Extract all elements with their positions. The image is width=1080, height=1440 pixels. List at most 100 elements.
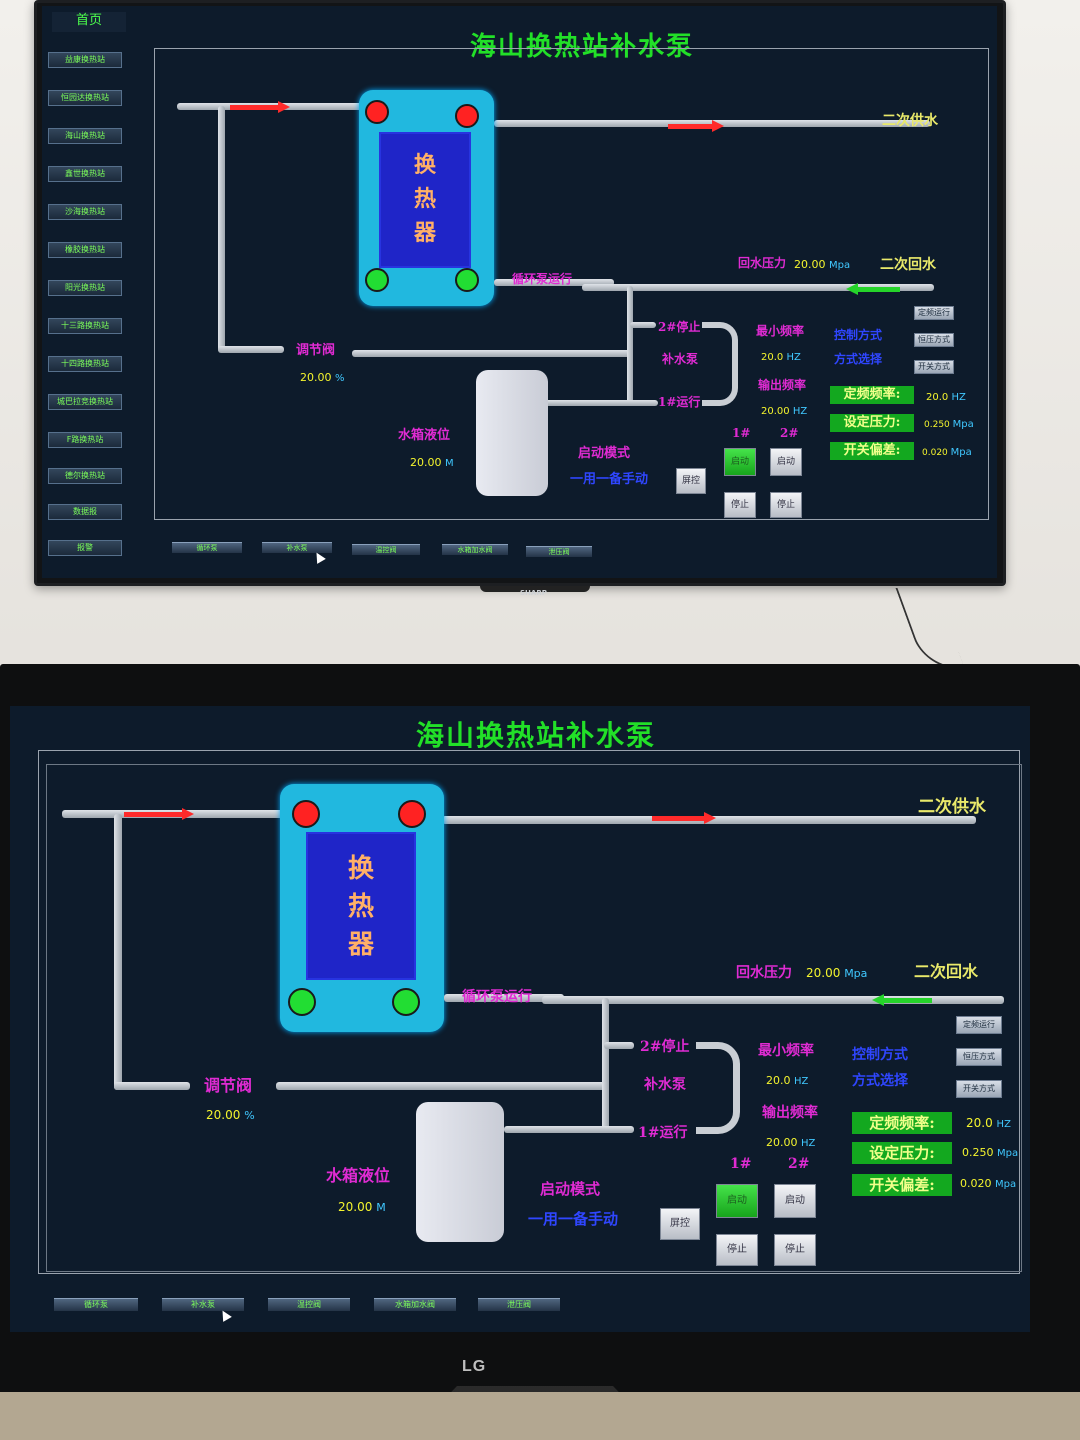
- nav-item-f-road[interactable]: F路换热站: [48, 432, 122, 448]
- nav-item-hengyuanda[interactable]: 恒园达换热站: [48, 90, 122, 106]
- regulating-valve-unit: %: [335, 373, 345, 384]
- set-pressure-value-group: 0.250 Mpa: [924, 419, 974, 430]
- pump1-start-button[interactable]: 启动: [724, 448, 756, 476]
- nav-item-haishan[interactable]: 海山换热站: [48, 128, 122, 144]
- pump1-header: 1#: [732, 426, 751, 440]
- hx-label-2: 换热器: [306, 832, 416, 980]
- page-title-2: 海山换热站补水泵: [416, 719, 657, 752]
- return-pressure-value-2: 20.00: [806, 966, 841, 980]
- nav-item-yikang[interactable]: 益康换热站: [48, 52, 122, 68]
- page-title: 海山换热站补水泵: [470, 32, 695, 62]
- nav-item-xinshi[interactable]: 鑫世换热站: [48, 166, 122, 182]
- hx-return-in-indicator: [365, 268, 389, 292]
- min-freq-unit: HZ: [786, 352, 801, 363]
- pump1-status-2: 1#运行: [638, 1125, 688, 1141]
- tab-circulation-pump-2[interactable]: 循环泵: [54, 1298, 138, 1311]
- bypass-lower-pipe: [218, 346, 284, 353]
- pump-manifold-pipe-2: [602, 998, 609, 1130]
- mode-fixed-button[interactable]: 定频运行: [914, 306, 954, 320]
- fixed-freq-unit-2: HZ: [996, 1119, 1011, 1130]
- water-tank: [476, 370, 548, 496]
- pump2-start-button-2[interactable]: 启动: [774, 1184, 816, 1218]
- fixed-freq-value-2: 20.0: [966, 1116, 993, 1130]
- tank-level-value-2: 20.00: [338, 1200, 373, 1214]
- nav-item-deer[interactable]: 德尔换热站: [48, 468, 122, 484]
- min-freq-label-2: 最小频率: [758, 1043, 814, 1059]
- tab-makeup-pump-2[interactable]: 补水泵: [162, 1298, 244, 1311]
- tab-circulation-pump[interactable]: 循环泵: [172, 542, 242, 553]
- shield-control-button-2[interactable]: 屏控: [660, 1208, 700, 1240]
- return-left-pipe: [494, 279, 614, 286]
- start-mode-label: 启动模式: [578, 446, 631, 461]
- supply-inlet-arrow: [230, 101, 290, 113]
- min-freq-value-group-2: 20.0 HZ: [766, 1074, 808, 1087]
- bypass-lower-pipe-2: [114, 1082, 190, 1090]
- valve-outlet-pipe-2: [276, 1082, 606, 1090]
- tab-relief-valve-2[interactable]: 泄压阀: [478, 1298, 560, 1311]
- mode-const-pressure-button-2[interactable]: 恒压方式: [956, 1048, 1002, 1066]
- diagram-frame-2: [38, 750, 1020, 1274]
- pump2-status-2: 2#停止: [640, 1039, 690, 1055]
- pump2-stop-button[interactable]: 停止: [770, 492, 802, 518]
- pump2-header-2: 2#: [788, 1156, 810, 1172]
- tab-tank-fill-valve-2[interactable]: 水箱加水阀: [374, 1298, 456, 1311]
- pump2-start-button[interactable]: 启动: [770, 448, 802, 476]
- min-freq-value-2: 20.0: [766, 1074, 791, 1087]
- heat-exchanger-2: 换热器: [280, 784, 444, 1032]
- tank-level-label: 水箱液位: [398, 428, 451, 443]
- makeup-pump-label: 补水泵: [662, 352, 699, 366]
- pump2-branch-pipe: [630, 322, 656, 328]
- nav-item-data-report[interactable]: 数据报: [48, 504, 122, 520]
- secondary-supply-arrow-2: [652, 812, 716, 824]
- hx-return-out-indicator-2: [392, 988, 420, 1016]
- tab-temp-valve-2[interactable]: 温控阀: [268, 1298, 350, 1311]
- secondary-return-arrow: [846, 283, 900, 295]
- pump2-stop-button-2[interactable]: 停止: [774, 1234, 816, 1266]
- secondary-return-label: 二次回水: [880, 257, 936, 273]
- return-left-pipe-2: [444, 994, 564, 1002]
- nav-item-shahai[interactable]: 沙海换热站: [48, 204, 122, 220]
- switch-diff-label: 开关偏差:: [830, 442, 914, 460]
- fixed-freq-label-2: 定频频率:: [852, 1112, 952, 1134]
- out-freq-label: 输出频率: [758, 378, 807, 392]
- mode-const-pressure-button[interactable]: 恒压方式: [914, 333, 954, 347]
- regulating-valve-value: 20.00: [300, 371, 332, 384]
- nav-item-chengbala[interactable]: 城巴拉竞换热站: [48, 394, 122, 410]
- shield-control-button[interactable]: 屏控: [676, 468, 706, 494]
- nav-item-road14[interactable]: 十四路换热站: [48, 356, 122, 372]
- regulating-valve-label-2: 调节阀: [204, 1076, 253, 1095]
- pump2-branch-pipe-2: [604, 1042, 634, 1049]
- hx-return-out-indicator: [455, 268, 479, 292]
- mode-fixed-button-2[interactable]: 定频运行: [956, 1016, 1002, 1034]
- pump2-status: 2#停止: [658, 320, 701, 334]
- pump1-branch-pipe-2: [504, 1126, 634, 1133]
- tab-temp-valve[interactable]: 温控阀: [352, 544, 420, 555]
- mode-switch-button-2[interactable]: 开关方式: [956, 1080, 1002, 1098]
- regulating-valve-value-2: 20.00: [206, 1108, 241, 1122]
- switch-diff-value: 0.020: [922, 448, 948, 458]
- tab-relief-valve[interactable]: 泄压阀: [526, 546, 592, 557]
- mode-switch-button[interactable]: 开关方式: [914, 360, 954, 374]
- nav-item-alarm[interactable]: 报警: [48, 540, 122, 556]
- tab-makeup-pump[interactable]: 补水泵: [262, 542, 332, 553]
- mode-select-label: 方式选择: [834, 352, 883, 366]
- switch-diff-value-group: 0.020 Mpa: [922, 447, 972, 458]
- regulating-valve-label: 调节阀: [296, 343, 336, 358]
- nav-item-yangguang[interactable]: 阳光换热站: [48, 280, 122, 296]
- secondary-return-pipe: [582, 284, 934, 291]
- nav-item-xiangjiao[interactable]: 橡胶换热站: [48, 242, 122, 258]
- nav-home-button[interactable]: 首页: [52, 12, 126, 32]
- top-scada-screen: 首页 益康换热站 恒园达换热站 海山换热站 鑫世换热站 沙海换热站 橡胶换热站 …: [42, 6, 997, 578]
- pump1-start-button-2[interactable]: 启动: [716, 1184, 758, 1218]
- pump2-header: 2#: [780, 426, 799, 440]
- out-freq-value-group: 20.00 HZ: [761, 406, 807, 417]
- switch-diff-value-group-2: 0.020 Mpa: [960, 1177, 1016, 1190]
- nav-item-road13[interactable]: 十三路换热站: [48, 318, 122, 334]
- pump1-stop-button[interactable]: 停止: [724, 492, 756, 518]
- monitor-brand-logo: LG: [462, 1358, 487, 1375]
- fixed-freq-unit: HZ: [951, 392, 966, 403]
- set-pressure-label-2: 设定压力:: [852, 1142, 952, 1164]
- tab-tank-fill-valve[interactable]: 水箱加水阀: [442, 544, 508, 555]
- pump1-stop-button-2[interactable]: 停止: [716, 1234, 758, 1266]
- start-mode-label-2: 启动模式: [540, 1180, 601, 1198]
